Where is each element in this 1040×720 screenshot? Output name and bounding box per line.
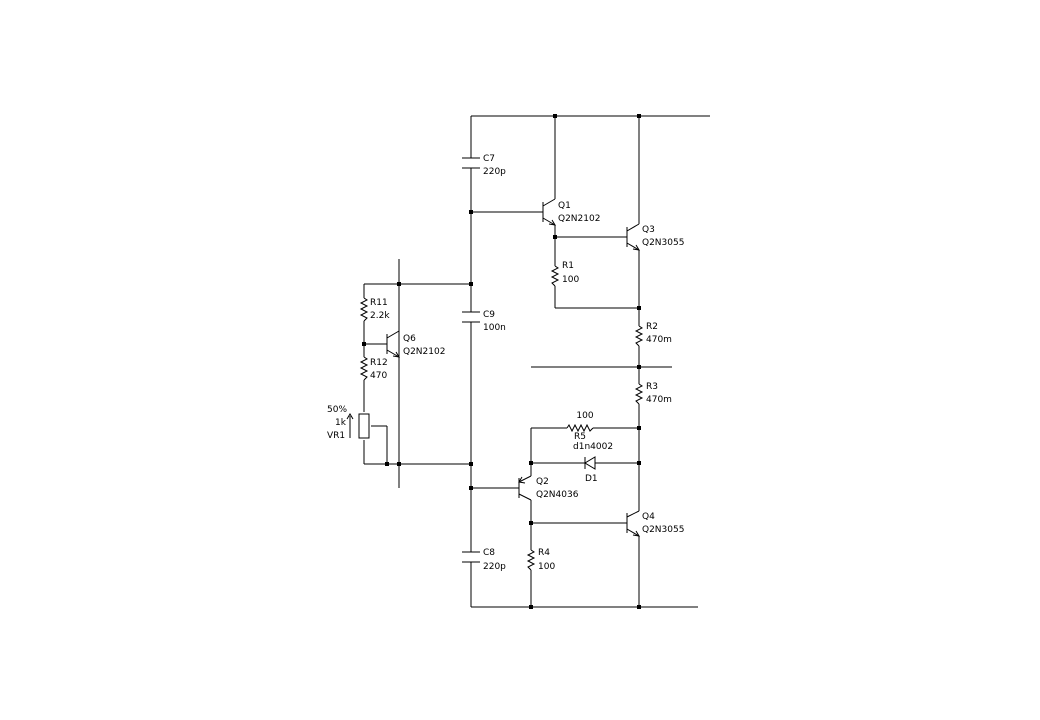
q4-ref: Q4 [642, 512, 655, 522]
q2-value: Q2N4036 [536, 490, 579, 500]
resistor-r12: R12 470 [359, 356, 388, 381]
c7-value: 220p [483, 167, 506, 177]
r11-ref: R11 [370, 298, 388, 308]
q2-ref: Q2 [536, 477, 549, 487]
r3-value: 470m [646, 395, 672, 405]
q1-ref: Q1 [558, 201, 571, 211]
resistor-r5: R5 100 [566, 411, 594, 442]
c9-value: 100n [483, 323, 506, 333]
transistor-q4: Q4 Q2N3055 [626, 510, 684, 537]
r3-ref: R3 [646, 382, 658, 392]
r5-ref: R5 [574, 432, 586, 442]
transistor-q3: Q3 Q2N3055 [626, 223, 684, 251]
q4-value: Q2N3055 [642, 525, 684, 535]
resistor-r11: R11 2.2k [359, 297, 390, 322]
c8-ref: C8 [483, 548, 495, 558]
q1-value: Q2N2102 [558, 214, 600, 224]
q6-value: Q2N2102 [403, 347, 445, 357]
r2-ref: R2 [646, 322, 658, 332]
r11-value: 2.2k [370, 311, 390, 321]
transistor-q2: Q2 Q2N4036 [518, 475, 579, 501]
resistor-r4: R4 100 [526, 548, 555, 572]
c9-ref: C9 [483, 310, 495, 320]
vr1-setting: 50% [327, 405, 347, 415]
vr1-ref: VR1 [327, 431, 345, 441]
junction-nodes [362, 114, 641, 609]
vr1-value: 1k [335, 418, 347, 428]
diode-d1: d1n4002 D1 [573, 442, 613, 484]
capacitor-c8: C8 220p [462, 548, 506, 572]
resistor-r1: R1 100 [550, 261, 579, 287]
transistor-q1: Q1 Q2N2102 [542, 198, 600, 226]
c7-ref: C7 [483, 154, 495, 164]
q3-ref: Q3 [642, 225, 655, 235]
resistor-r3: R3 470m [634, 382, 672, 405]
capacitor-c7: C7 220p [462, 154, 506, 177]
r1-ref: R1 [562, 261, 574, 271]
r2-value: 470m [646, 335, 672, 345]
wires [363, 115, 710, 608]
transistor-q6: Q6 Q2N2102 [386, 330, 445, 358]
c8-value: 220p [483, 562, 506, 572]
resistor-r2: R2 470m [634, 322, 672, 347]
capacitor-c9: C9 100n [462, 310, 506, 333]
r4-ref: R4 [538, 548, 550, 558]
r1-value: 100 [562, 275, 579, 285]
d1-ref: D1 [585, 474, 598, 484]
r4-value: 100 [538, 562, 555, 572]
r12-ref: R12 [370, 358, 388, 368]
r5-value: 100 [576, 411, 593, 421]
d1-value: d1n4002 [573, 442, 613, 452]
q3-value: Q2N3055 [642, 238, 684, 248]
potentiometer-vr1: 50% 1k VR1 [327, 405, 370, 441]
q6-ref: Q6 [403, 334, 416, 344]
r12-value: 470 [370, 371, 387, 381]
